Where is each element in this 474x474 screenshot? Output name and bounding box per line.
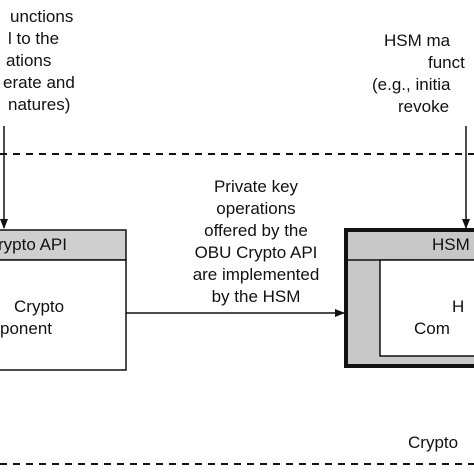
center-note-line: by the HSM: [211, 287, 301, 306]
right-note-line: revoke: [398, 97, 450, 116]
right-note: HSM ma funct (e.g., initia revoke: [372, 30, 465, 118]
left-note-line: l to the: [8, 29, 60, 48]
right-note-line: funct: [428, 53, 465, 72]
left-note-line: erate and: [3, 73, 75, 92]
left-box-body-line: Crypto: [14, 297, 65, 316]
left-box-body: [0, 259, 127, 371]
left-box-body-line: ponent: [0, 319, 52, 338]
hsm-body-line: H: [452, 297, 465, 316]
left-box-header: [0, 229, 127, 261]
bottom-crypto-label: Crypto: [408, 433, 459, 452]
center-note-line: offered by the: [204, 221, 308, 240]
center-note: Private key operations offered by the OB…: [186, 176, 326, 308]
left-note-line: natures): [8, 95, 71, 114]
hsm-header-label: HSM: [432, 235, 470, 254]
center-note-line: Private key: [213, 177, 299, 196]
center-note-line: operations: [216, 199, 296, 218]
hsm-inner-body: [379, 259, 474, 357]
center-note-line: are implemented: [192, 265, 320, 284]
left-note-line: ations: [6, 51, 52, 70]
hsm-body-line: Com: [414, 319, 450, 338]
left-note-line: unctions: [10, 7, 74, 26]
center-note-line: OBU Crypto API: [194, 243, 318, 262]
right-note-line: HSM ma: [384, 31, 451, 50]
left-box-header-label: rypto API: [0, 235, 67, 254]
left-note: unctions l to the ations erate and natur…: [0, 6, 98, 116]
right-note-line: (e.g., initia: [372, 75, 451, 94]
